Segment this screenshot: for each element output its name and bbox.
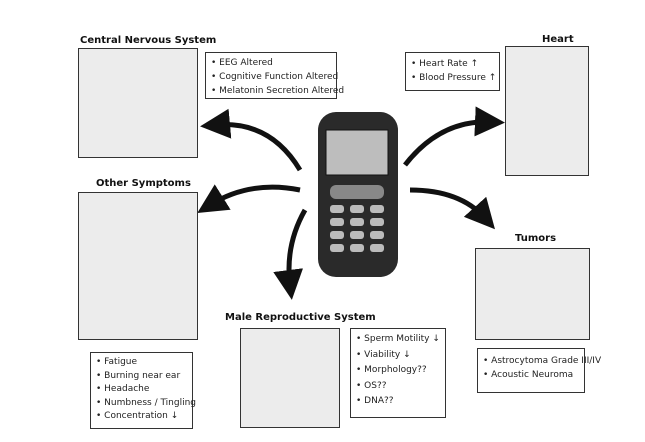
reproductive-item: • Morphology?? (356, 365, 427, 375)
heart-title: Heart (542, 34, 574, 45)
arrow-to-cns (200, 108, 303, 172)
symptom-item: • Numbness / Tingling (96, 397, 197, 408)
reproductive-illustration (240, 328, 340, 428)
heart-item: • Heart Rate ↑ (411, 59, 479, 69)
symptom-item: • Burning near ear (96, 370, 181, 381)
cns-effects-box: • EEG Altered • Cognitive Function Alter… (205, 52, 345, 99)
arrow-to-male (273, 208, 308, 300)
heart-illustration (505, 46, 589, 176)
symptom-item: • Concentration ↓ (96, 411, 179, 421)
other-symptoms-title: Other Symptoms (96, 178, 191, 189)
male-reproductive-title: Male Reproductive System (225, 312, 376, 323)
reproductive-item: • Viability ↓ (356, 349, 411, 360)
cns-item: • Melatonin Secretion Altered (211, 86, 345, 96)
cns-title: Central Nervous System (80, 35, 217, 46)
tumors-title: Tumors (515, 233, 557, 244)
arrow-to-heart (403, 106, 505, 167)
symptom-item: • Headache (96, 384, 150, 394)
symptom-item: • Fatigue (96, 357, 138, 367)
arrow-to-other (197, 184, 301, 213)
cns-item: • Cognitive Function Altered (211, 72, 339, 82)
tumor-item: • Astrocytoma Grade III/IV (483, 356, 602, 366)
cns-item: • EEG Altered (211, 58, 273, 68)
brain-illustration (78, 48, 198, 158)
tumors-box: • Astrocytoma Grade III/IV • Acoustic Ne… (477, 348, 602, 393)
reproductive-item: • DNA?? (356, 396, 394, 406)
male-reproductive-box: • Sperm Motility ↓ • Viability ↓ • Morph… (350, 328, 446, 418)
man-illustration (78, 192, 198, 340)
other-symptoms-box: • Fatigue • Burning near ear • Headache … (90, 352, 197, 429)
reproductive-item: • Sperm Motility ↓ (356, 334, 440, 344)
tumor-item: • Acoustic Neuroma (483, 370, 574, 380)
heart-item: • Blood Pressure ↑ (411, 73, 497, 83)
reproductive-item: • OS?? (356, 380, 387, 391)
heart-effects-box: • Heart Rate ↑ • Blood Pressure ↑ (405, 52, 500, 91)
arrow-to-tumors (409, 187, 495, 230)
brain-tumor-illustration (475, 248, 590, 340)
mobile-phone-illustration (318, 112, 398, 277)
